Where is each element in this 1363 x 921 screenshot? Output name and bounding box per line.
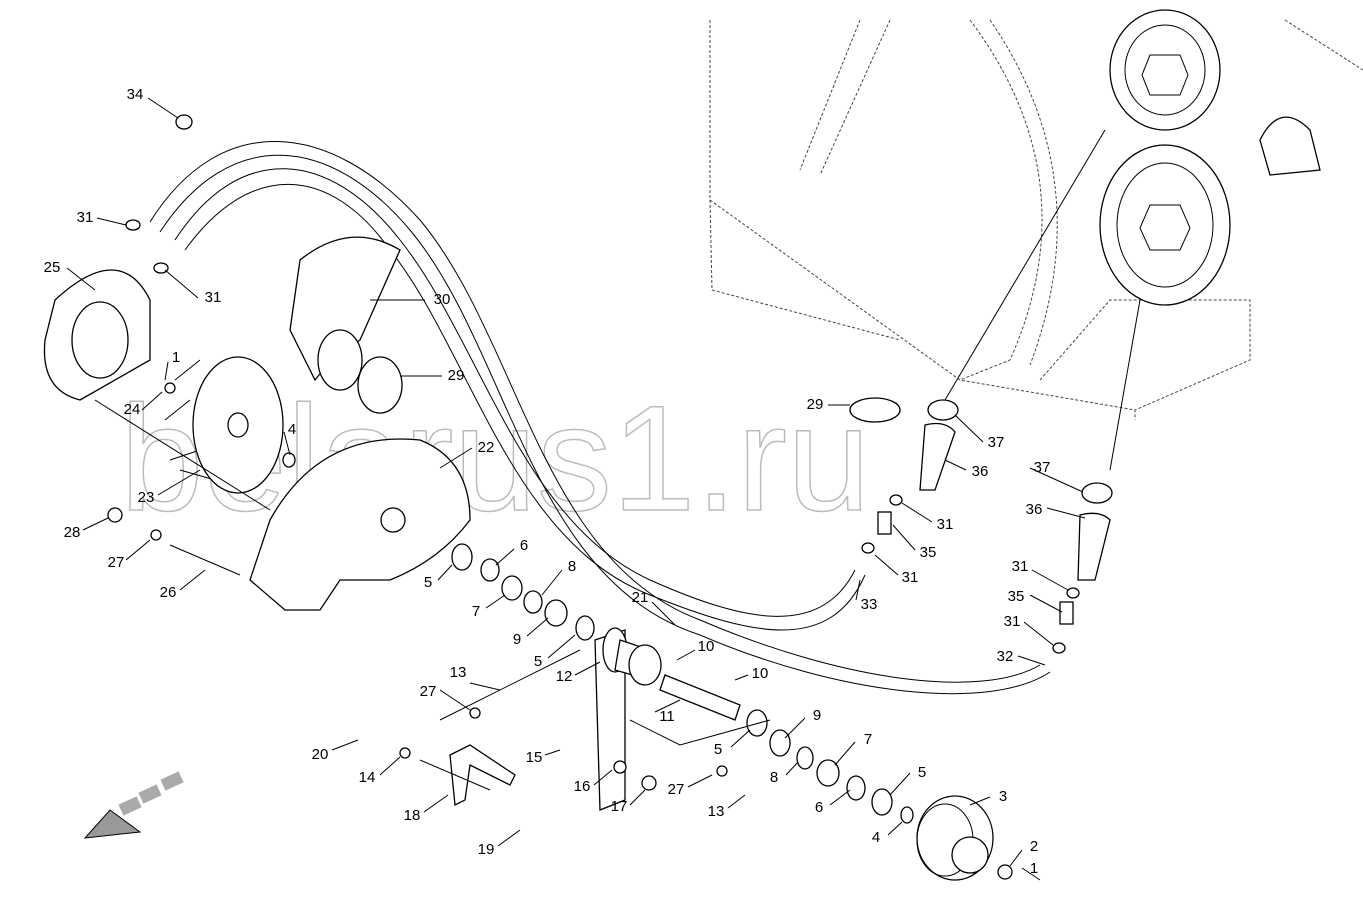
bracket-12 bbox=[594, 627, 662, 811]
pulley-3 bbox=[916, 795, 994, 881]
callout-34: 34 bbox=[127, 86, 144, 103]
callout-7: 7 bbox=[864, 731, 872, 748]
washers-and-seals bbox=[107, 114, 1113, 880]
callout-19: 19 bbox=[478, 841, 495, 858]
callout-17: 17 bbox=[611, 798, 628, 815]
bracket-18 bbox=[449, 744, 516, 807]
callout-14: 14 bbox=[359, 769, 376, 786]
hose-33 bbox=[174, 168, 866, 631]
fan-cover-25 bbox=[43, 269, 151, 401]
callout-13: 13 bbox=[450, 664, 467, 681]
callout-27: 27 bbox=[420, 683, 437, 700]
callout-8: 8 bbox=[770, 769, 778, 786]
callout-5: 5 bbox=[424, 574, 432, 591]
fan-impeller-23 bbox=[164, 356, 284, 494]
callout-37: 37 bbox=[1034, 459, 1051, 476]
callout-10: 10 bbox=[698, 638, 715, 655]
callout-15: 15 bbox=[526, 749, 543, 766]
callout-5: 5 bbox=[714, 741, 722, 758]
callout-29: 29 bbox=[448, 367, 465, 384]
callout-25: 25 bbox=[44, 259, 61, 276]
callout-7: 7 bbox=[472, 603, 480, 620]
callout-8: 8 bbox=[568, 558, 576, 575]
leader-lines bbox=[66, 97, 1141, 881]
callout-31: 31 bbox=[1012, 558, 1029, 575]
callout-13: 13 bbox=[708, 803, 725, 820]
callout-12: 12 bbox=[556, 668, 573, 685]
callout-32: 32 bbox=[997, 648, 1014, 665]
callout-28: 28 bbox=[64, 524, 81, 541]
o-ring-29 bbox=[357, 356, 403, 414]
callout-29: 29 bbox=[807, 396, 824, 413]
callout-31: 31 bbox=[937, 516, 954, 533]
callout-18: 18 bbox=[404, 807, 421, 824]
callout-36: 36 bbox=[1026, 501, 1043, 518]
callout-4: 4 bbox=[288, 421, 296, 438]
shaft-11 bbox=[659, 674, 741, 721]
callout-22: 22 bbox=[478, 439, 495, 456]
callout-4: 4 bbox=[872, 829, 880, 846]
callout-31: 31 bbox=[77, 209, 94, 226]
callout-31: 31 bbox=[205, 289, 222, 306]
callout-35: 35 bbox=[920, 544, 937, 561]
callout-5: 5 bbox=[534, 653, 542, 670]
hose-32 bbox=[149, 141, 1051, 695]
callout-26: 26 bbox=[160, 584, 177, 601]
callout-6: 6 bbox=[815, 799, 823, 816]
callout-33: 33 bbox=[861, 596, 878, 613]
air-filter-upper bbox=[1109, 9, 1221, 131]
callout-2: 2 bbox=[1030, 838, 1038, 855]
callout-27: 27 bbox=[108, 554, 125, 571]
callout-35: 35 bbox=[1008, 588, 1025, 605]
fan-housing-22 bbox=[249, 438, 471, 611]
callout-21: 21 bbox=[632, 589, 649, 606]
callout-31: 31 bbox=[902, 569, 919, 586]
callout-6: 6 bbox=[520, 537, 528, 554]
callout-5: 5 bbox=[918, 764, 926, 781]
callout-10: 10 bbox=[752, 665, 769, 682]
callout-31: 31 bbox=[1004, 613, 1021, 630]
callout-37: 37 bbox=[988, 434, 1005, 451]
callout-24: 24 bbox=[124, 401, 141, 418]
callout-9: 9 bbox=[513, 631, 521, 648]
callout-3: 3 bbox=[999, 788, 1007, 805]
callout-11: 11 bbox=[659, 708, 675, 725]
callout-1: 1 bbox=[1030, 860, 1038, 877]
direction-arrow-icon bbox=[83, 771, 184, 839]
callout-27: 27 bbox=[668, 781, 685, 798]
callout-30: 30 bbox=[434, 291, 451, 308]
callout-1: 1 bbox=[172, 349, 180, 366]
callout-36: 36 bbox=[972, 463, 989, 480]
callout-23: 23 bbox=[138, 489, 155, 506]
callout-9: 9 bbox=[813, 707, 821, 724]
callout-16: 16 bbox=[574, 778, 591, 795]
part-callouts: 34 31 25 31 30 1 29 24 4 22 23 28 27 26 … bbox=[44, 86, 1051, 877]
callout-20: 20 bbox=[312, 746, 329, 763]
air-filter-lower bbox=[1099, 116, 1321, 306]
duct-opening bbox=[317, 329, 363, 391]
combine-frame-outline bbox=[709, 19, 1363, 420]
